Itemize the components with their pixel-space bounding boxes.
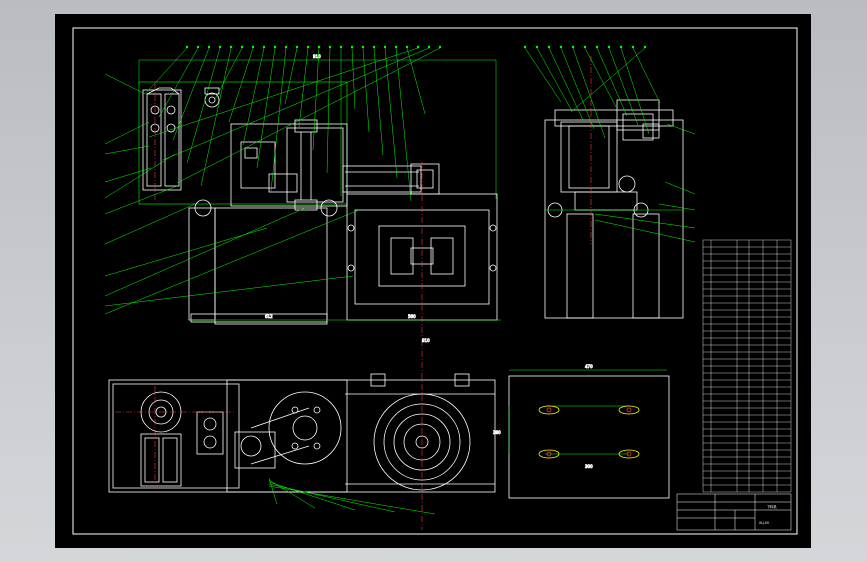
front-balloon-leader [242, 47, 265, 146]
side-balloon-leader [548, 47, 584, 121]
side-balloon-leader [560, 47, 595, 130]
front-balloon-leader [176, 47, 441, 184]
front-balloon-leader [384, 47, 398, 179]
sheet-border [72, 27, 798, 535]
front-left-leaders [104, 73, 360, 315]
front-balloon-dot [405, 45, 409, 49]
side-balloon-dot [523, 45, 527, 49]
front-balloon-dot [295, 45, 299, 49]
bill-of-materials [702, 239, 792, 493]
front-balloon-dot [240, 45, 244, 49]
side-balloon-dot [559, 45, 563, 49]
front-balloon-leader [395, 47, 412, 202]
side-balloon-dot [631, 45, 635, 49]
plan-top-dimension-text: 910 [422, 338, 430, 343]
front-balloon-leader [214, 47, 243, 100]
front-balloon-dot [207, 45, 211, 49]
title-block [676, 493, 792, 531]
plate-height-text: 380 [493, 430, 501, 435]
front-balloon-leader [200, 47, 232, 187]
side-balloon-leader [596, 47, 628, 117]
title-drawing-name: 下料机 [767, 504, 777, 509]
front-balloon-dot [306, 45, 310, 49]
drawing-sheet[interactable]: 910 [55, 14, 811, 548]
side-balloon-dot [643, 45, 647, 49]
side-balloon-dot [607, 45, 611, 49]
side-view [544, 56, 684, 319]
front-balloon-dot [273, 45, 277, 49]
front-balloon-dot [350, 45, 354, 49]
front-balloon-dot [229, 45, 233, 49]
base-plate-view: 470 380 300 [493, 364, 670, 499]
front-right-dimension-text: 560 [408, 314, 416, 319]
front-balloon-dot [361, 45, 365, 49]
plate-bolt-spacing-text: 300 [585, 464, 593, 469]
front-balloon-leader [162, 47, 430, 161]
front-balloon-leader [228, 47, 254, 123]
side-balloon-dot [595, 45, 599, 49]
front-balloon-leader [148, 47, 419, 138]
side-balloon-dot [547, 45, 551, 49]
front-balloon-dot [262, 45, 266, 49]
front-balloon-dot [383, 45, 387, 49]
front-balloon-leader [406, 47, 426, 115]
plate-width-text: 470 [585, 364, 593, 369]
front-balloon-leader [351, 47, 356, 110]
front-balloon-leader [186, 47, 221, 164]
side-balloon-leader [584, 47, 617, 108]
front-balloon-dot [317, 45, 321, 49]
plan-view: 910 [108, 338, 496, 530]
title-drawing-number: XLJ-00 [759, 521, 769, 525]
front-balloon-leader [362, 47, 370, 133]
side-balloon-leader [524, 47, 562, 103]
front-balloon-dot [185, 45, 189, 49]
side-balloon-dot [571, 45, 575, 49]
front-balloon-leader [373, 47, 384, 156]
front-balloon-dot [427, 45, 431, 49]
front-balloon-leader [256, 47, 276, 169]
front-balloon-dot [284, 45, 288, 49]
front-base-dimension-text: 612 [265, 314, 273, 319]
front-balloon-leader [284, 47, 298, 105]
side-balloon-leader [572, 47, 606, 139]
front-balloon-leaders [144, 45, 442, 202]
side-balloon-dot [583, 45, 587, 49]
plan-bottom-leaders [268, 477, 436, 515]
front-balloon-leader [298, 47, 309, 128]
side-balloon-leader [620, 47, 650, 135]
front-balloon-leader [158, 47, 199, 118]
side-balloon-dot [619, 45, 623, 49]
side-balloon-leader [536, 47, 573, 112]
front-balloon-leader [270, 47, 287, 192]
front-balloon-leader [312, 47, 320, 151]
front-balloon-dot [218, 45, 222, 49]
side-balloon-leader [570, 47, 646, 113]
side-balloon-leader [632, 47, 661, 104]
side-balloon-leader [608, 47, 639, 126]
front-balloon-leader [172, 47, 210, 141]
front-view: 910 [138, 54, 501, 336]
front-balloon-leader [326, 47, 331, 174]
side-balloon-leaders [523, 45, 661, 139]
side-balloon-dot [535, 45, 539, 49]
front-balloon-leader [144, 47, 188, 95]
front-balloon-dot [196, 45, 200, 49]
front-balloon-dot [328, 45, 332, 49]
front-top-dimension-text: 910 [313, 54, 321, 59]
assembly-drawing: 910 [72, 27, 798, 535]
front-balloon-dot [438, 45, 442, 49]
front-balloon-dot [251, 45, 255, 49]
front-balloon-dot [339, 45, 343, 49]
front-balloon-dot [394, 45, 398, 49]
front-balloon-dot [416, 45, 420, 49]
side-right-leaders [594, 123, 696, 243]
front-balloon-dot [372, 45, 376, 49]
